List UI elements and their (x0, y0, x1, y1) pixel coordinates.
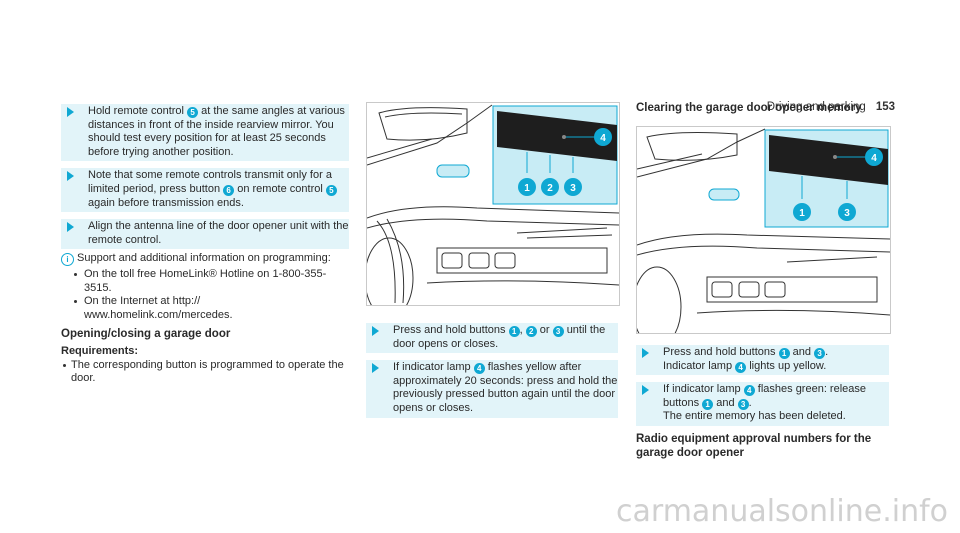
step-text: lights up yellow. (749, 359, 827, 372)
callout-badge: 1 (778, 348, 790, 359)
figure-clear-memory: 1 3 4 (636, 126, 891, 334)
dashboard-illustration: 1 3 4 (637, 128, 890, 333)
step-hold-remote: Hold remote control 5 at the same angles… (61, 104, 349, 162)
step-text: Indicator lamp (663, 359, 733, 372)
step-text: or (539, 324, 550, 336)
callout-badge: 4 (743, 385, 755, 397)
figure-label: 4 (600, 133, 606, 144)
callout-badge: 3 (552, 326, 564, 337)
step-text: Note that some remote controls transmit … (88, 169, 332, 195)
requirements-title: Requirements: (61, 344, 139, 357)
step-text: The entire memory has been deleted. (663, 410, 846, 423)
step-text: and (716, 396, 735, 409)
step-text: If indicator lamp (393, 361, 471, 374)
step-indicator-green: If indicator lamp 4 flashes green: relea… (636, 382, 889, 426)
callout-badge: 6 (223, 184, 235, 196)
list-item: On the Internet at http:// www.homelink.… (61, 295, 349, 322)
callout-badge: 3 (814, 348, 826, 359)
step-press-hold-clear: Press and hold buttons 1 and 3. Indicato… (636, 345, 889, 376)
page-number: 153 (875, 101, 895, 113)
callout-badge: 4 (473, 363, 485, 375)
callout-badge: 3 (737, 398, 749, 410)
figure-label: 1 (524, 183, 530, 194)
step-text: . (748, 396, 752, 409)
step-text: on remote control (237, 182, 323, 195)
step-text: flashes green: release buttons (663, 383, 867, 409)
step-text: Press and hold buttons (663, 346, 776, 358)
step-arrow-icon (372, 326, 379, 336)
step-text: Align the antenna line of the door opene… (88, 220, 349, 246)
middle-column: Press and hold buttons 1, 2 or 3 until t… (366, 323, 618, 425)
figure-label: 1 (799, 208, 805, 219)
section-heading: Opening/closing a garage door (61, 328, 231, 341)
callout-badge: 1 (508, 326, 520, 337)
figure-label: 3 (570, 183, 576, 194)
left-column: Hold remote control 5 at the same angles… (61, 104, 349, 386)
step-text: and (792, 346, 812, 358)
page-header: Driving and parking 153 (767, 101, 895, 113)
watermark: carmanualsonline.info (616, 494, 948, 529)
step-text: If indicator lamp (663, 383, 741, 396)
right-column: Clearing the garage door opener memory (636, 102, 889, 119)
step-text: again before transmission ends. (88, 196, 244, 209)
step-press-button: Note that some remote controls transmit … (61, 168, 349, 213)
callout-badge: 2 (525, 326, 537, 337)
info-note: i Support and additional information on … (61, 252, 349, 267)
callout-badge: 1 (702, 398, 714, 410)
figure-label: 3 (844, 208, 850, 219)
list-item: On the toll free HomeLink® Hotline on 1-… (61, 268, 349, 295)
step-text: , (519, 324, 523, 336)
step-arrow-icon (67, 222, 74, 233)
callout-badge: 5 (187, 107, 199, 118)
step-text: until the door opens or closes. (393, 324, 606, 350)
step-text: Press and hold buttons (393, 324, 506, 336)
step-indicator-yellow: If indicator lamp 4 flashes yellow after… (366, 360, 618, 418)
figure-label: 4 (871, 153, 877, 164)
section-heading: Radio equipment approval numbers for the… (636, 432, 872, 459)
step-text: . (825, 346, 829, 358)
step-align-antenna: Align the antenna line of the door opene… (61, 219, 349, 250)
info-text: Support and additional information on pr… (77, 252, 331, 265)
right-column-steps: Press and hold buttons 1 and 3. Indicato… (636, 345, 889, 463)
section-heading: Clearing the garage door opener memory (636, 102, 862, 114)
step-text: at the same angles at various distances … (88, 105, 345, 158)
step-arrow-icon (642, 348, 649, 358)
dashboard-illustration: 1 2 3 4 (367, 104, 619, 305)
section-title: Driving and parking (766, 101, 866, 113)
step-arrow-icon (642, 385, 649, 396)
step-arrow-icon (67, 171, 74, 182)
step-text: flashes yellow after approximately 20 se… (393, 361, 618, 414)
info-icon: i (61, 253, 74, 267)
step-arrow-icon (67, 107, 74, 117)
requirement-item: The corresponding button is programmed t… (61, 359, 349, 386)
figure-dashboard-mirror: 1 2 3 4 (366, 102, 620, 306)
callout-badge: 4 (735, 361, 747, 373)
step-press-hold: Press and hold buttons 1, 2 or 3 until t… (366, 323, 618, 354)
step-text: Hold remote control (88, 105, 184, 117)
callout-badge: 5 (325, 184, 337, 196)
figure-label: 2 (547, 183, 553, 194)
step-arrow-icon (372, 363, 379, 374)
